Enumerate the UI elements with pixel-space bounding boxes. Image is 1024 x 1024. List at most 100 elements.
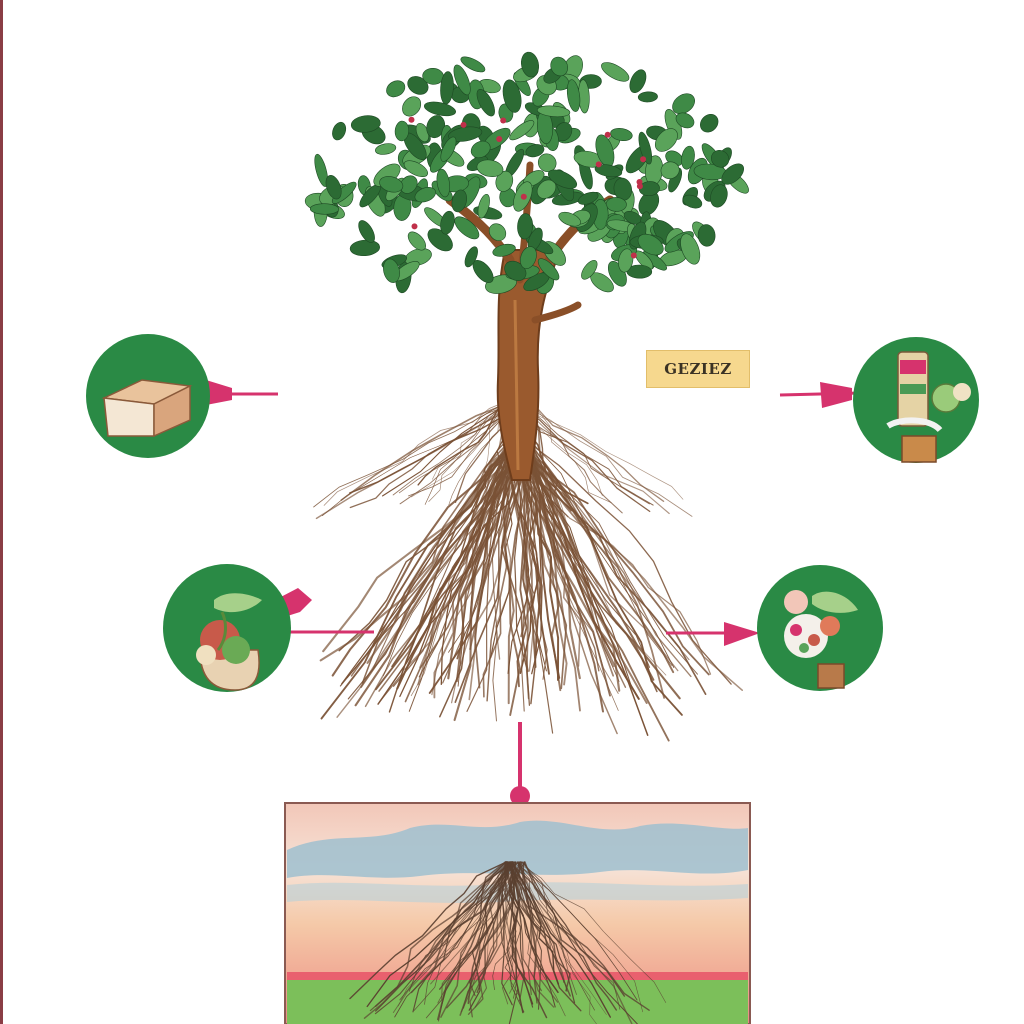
leaf	[440, 136, 457, 162]
leaf	[525, 144, 545, 158]
leaf	[682, 194, 703, 209]
root-strand	[517, 861, 571, 997]
leaf	[721, 163, 745, 185]
leaf	[460, 56, 486, 73]
leaf	[517, 213, 534, 240]
flower-bouquet-icon	[784, 590, 858, 689]
berry	[630, 252, 637, 259]
leaf	[414, 187, 436, 203]
root-strand	[482, 439, 521, 698]
leaf	[495, 170, 514, 192]
berry	[595, 161, 602, 168]
leaf	[581, 259, 598, 280]
leaf	[509, 120, 535, 141]
root-strand	[455, 439, 522, 683]
root-strand	[517, 439, 710, 676]
leaf	[309, 203, 340, 215]
label-tag: GEZIEZ	[646, 350, 750, 388]
root-strand	[440, 439, 513, 686]
root-strand	[392, 399, 513, 496]
berry	[604, 131, 611, 138]
root-strand	[460, 861, 523, 1013]
root-strand	[437, 861, 507, 1021]
leaf	[654, 128, 678, 152]
root-strand	[516, 399, 612, 504]
berry	[411, 223, 418, 230]
root-strand	[476, 861, 513, 993]
potted-plant-icon	[196, 593, 262, 691]
root-strand	[526, 439, 692, 678]
root-strand	[323, 399, 511, 506]
berry	[460, 121, 467, 128]
root-strand	[322, 438, 523, 653]
leaf	[550, 56, 569, 77]
leaf	[537, 258, 560, 281]
leaf	[488, 223, 507, 242]
node-flowers	[757, 565, 883, 691]
root-strand	[524, 861, 618, 1011]
root-strand	[514, 861, 568, 992]
label-tag-text: GEZIEZ	[664, 360, 732, 378]
root-strand	[506, 861, 519, 1024]
leaf	[502, 79, 522, 113]
root-strand	[350, 439, 512, 677]
page-edge	[0, 0, 3, 1024]
leaf	[492, 243, 516, 257]
leaf	[358, 220, 375, 243]
leaf	[638, 181, 660, 197]
leaf	[350, 115, 381, 133]
root-system	[313, 399, 743, 742]
root-strand	[522, 861, 621, 1010]
root-strand	[518, 861, 559, 1003]
berry	[496, 136, 503, 142]
leaf	[407, 76, 429, 95]
root-strand	[340, 399, 518, 501]
root-strand	[363, 861, 508, 1019]
leaf	[394, 120, 410, 142]
root-strand	[504, 861, 521, 997]
leaf	[400, 175, 418, 194]
leaf	[637, 91, 658, 103]
root-strand	[505, 861, 566, 1017]
root-strand	[466, 439, 512, 712]
leaf	[504, 260, 527, 281]
leaf	[637, 233, 664, 256]
root-strand	[374, 861, 514, 1015]
root-strand	[459, 861, 516, 1016]
leaf	[537, 153, 557, 173]
root-strand	[516, 861, 595, 1011]
leaf	[672, 93, 695, 115]
berry	[520, 193, 527, 200]
leaf	[680, 233, 701, 265]
root-strand	[375, 861, 510, 1007]
leaf	[464, 246, 478, 268]
root-strand	[516, 861, 667, 1003]
root-strand	[528, 439, 675, 668]
root-strand	[408, 861, 517, 992]
root-strand	[428, 399, 507, 502]
leaf	[440, 210, 455, 235]
leaf	[476, 89, 495, 117]
root-strand	[439, 861, 508, 990]
leaf	[423, 101, 457, 117]
root-strand	[514, 399, 670, 515]
leaf	[558, 211, 581, 227]
leaf	[325, 175, 342, 200]
root-strand	[315, 399, 520, 520]
root-strand	[518, 439, 627, 688]
node-product	[853, 337, 979, 463]
leaf	[477, 193, 490, 219]
root-strand	[313, 399, 523, 508]
root-strand	[492, 861, 517, 991]
leaf	[618, 248, 634, 273]
root-strand	[512, 861, 533, 996]
berry	[500, 117, 507, 124]
leaf	[375, 143, 397, 155]
leaf	[610, 128, 633, 141]
leaf	[675, 112, 695, 129]
root-strand	[399, 399, 509, 505]
leaf	[629, 69, 647, 94]
root-strand	[501, 861, 513, 1006]
leaf	[697, 224, 716, 247]
